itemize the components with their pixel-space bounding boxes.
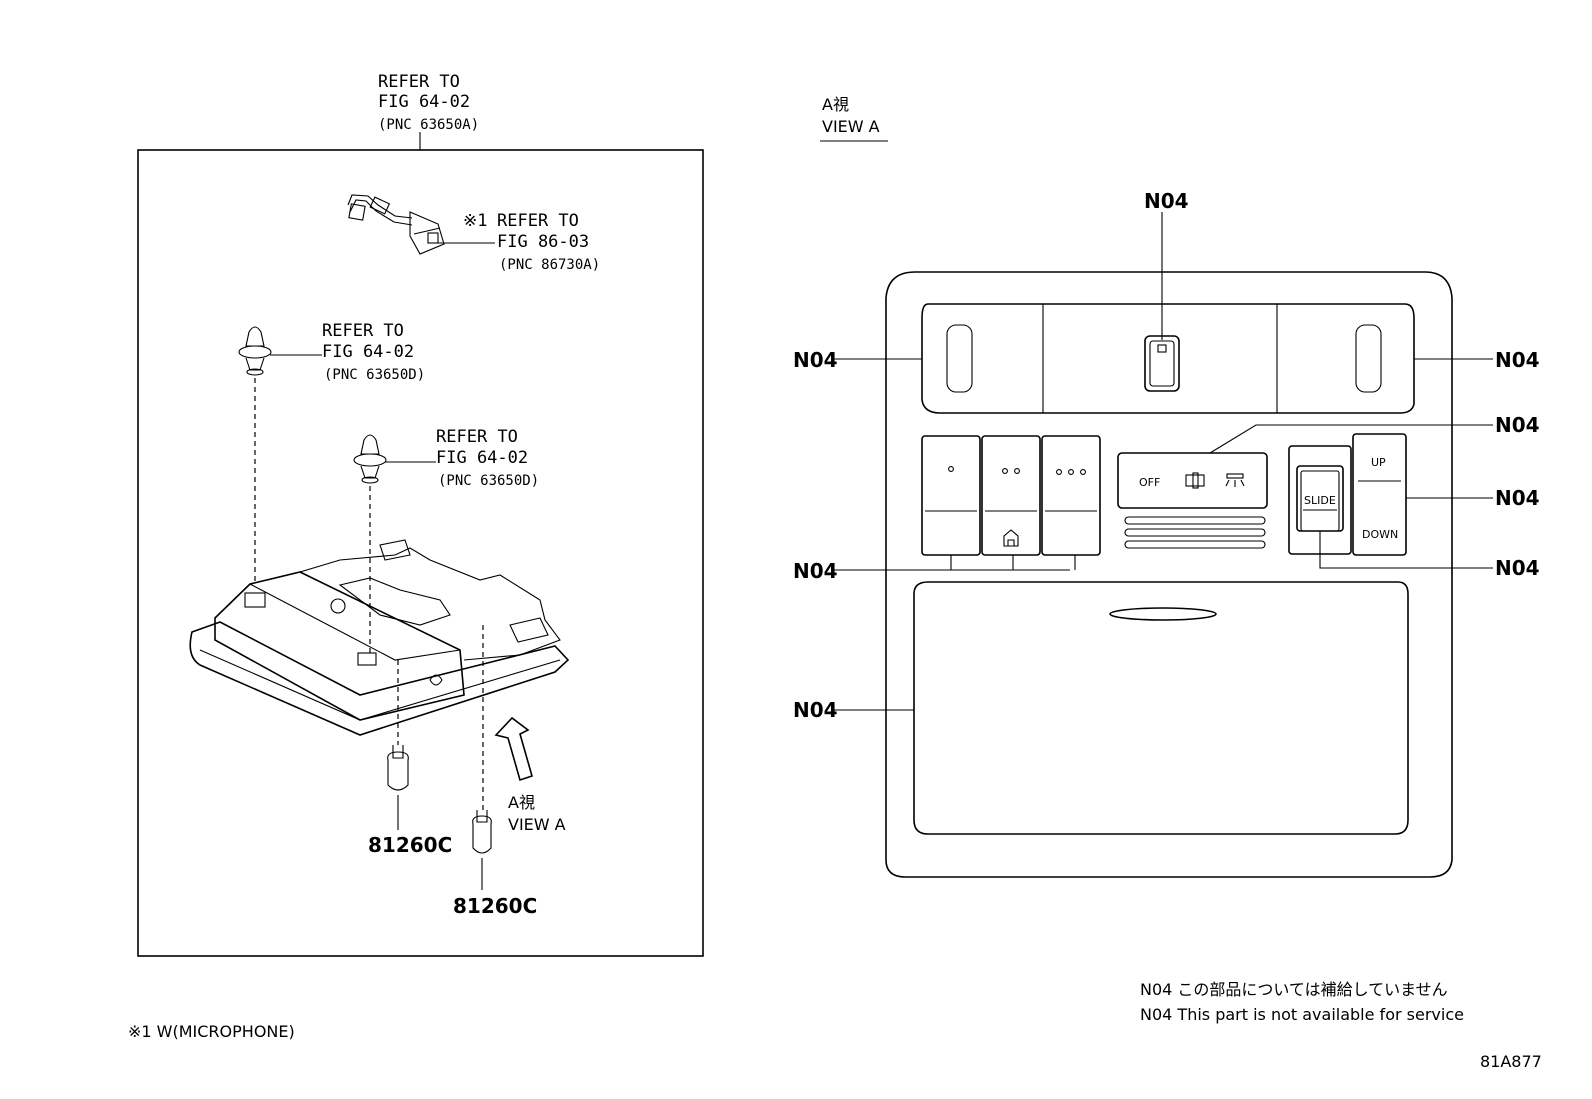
figure-id: 81A877	[1480, 1052, 1542, 1071]
clip-ref-1-line2: FIG 64-02	[322, 342, 414, 362]
map-lamp-panel	[921, 303, 1415, 414]
clip-2-drawing	[353, 434, 436, 655]
homelink-button-3[interactable]	[1041, 435, 1101, 556]
home-icon	[1003, 529, 1019, 547]
dome-light-switch[interactable]	[1117, 452, 1268, 509]
note-jp: N04 この部品については補給していません	[1140, 980, 1448, 999]
callout-n04-homelink: N04	[793, 559, 838, 583]
left-exploded-view: REFER TO FIG 64-02 (PNC 63650A) ※1 REFER…	[137, 72, 704, 957]
footnote: ※1 W(MICROPHONE)	[128, 1022, 295, 1041]
bulb-1-part-number: 81260C	[368, 833, 452, 857]
door-light-icon	[1185, 472, 1205, 489]
up-label: UP	[1371, 456, 1386, 469]
down-label: DOWN	[1362, 528, 1398, 541]
callout-leaders	[834, 212, 1493, 711]
callout-n04-slide-switch: N04	[1495, 556, 1540, 580]
right-map-lamp-lens	[1355, 324, 1382, 393]
harness-ref-line3: (PNC 86730A)	[499, 257, 600, 273]
console-bezel	[885, 271, 1453, 878]
bulb-2-drawing	[472, 810, 492, 890]
clip-ref-2-line1: REFER TO	[436, 427, 518, 447]
right-view-a: A視 VIEW A OF	[793, 95, 1540, 878]
sunglass-holder-door[interactable]	[913, 581, 1409, 835]
clip-ref-2-line3: (PNC 63650D)	[438, 473, 539, 489]
view-title-line2: VIEW A	[822, 117, 880, 136]
sunglass-holder-latch[interactable]	[1109, 607, 1217, 621]
view-title-line1: A視	[822, 95, 849, 114]
callout-n04-dome-switch: N04	[1495, 413, 1540, 437]
top-ref-line3: (PNC 63650A)	[378, 117, 479, 133]
view-arrow-line1: A視	[508, 793, 535, 812]
dome-off-label: OFF	[1139, 476, 1160, 489]
harness-ref-line2: FIG 86-03	[497, 232, 589, 252]
bulb-1-drawing	[387, 745, 409, 830]
clip-ref-1-line3: (PNC 63650D)	[324, 367, 425, 383]
microphone-harness-drawing	[347, 194, 495, 255]
view-arrow-line2: VIEW A	[508, 815, 566, 834]
callout-n04-tilt-switch: N04	[1495, 486, 1540, 510]
left-map-lamp-lens	[946, 324, 973, 393]
slide-label: SLIDE	[1304, 494, 1336, 507]
harness-ref-line1: REFER TO	[497, 211, 579, 231]
note-en: N04 This part is not available for servi…	[1140, 1005, 1464, 1024]
clip-ref-2-line2: FIG 64-02	[436, 448, 528, 468]
harness-ref-mark: ※1	[463, 211, 487, 231]
callout-n04-left-lamp: N04	[793, 348, 838, 372]
callout-n04-mic: N04	[1144, 189, 1189, 213]
clip-1-drawing	[238, 326, 322, 585]
tilt-switch[interactable]	[1352, 433, 1407, 556]
top-ref-line1: REFER TO	[378, 72, 460, 92]
homelink-button-group	[921, 435, 1101, 556]
clip-ref-1-line1: REFER TO	[322, 321, 404, 341]
homelink-button-1[interactable]	[921, 435, 981, 556]
top-ref-line2: FIG 64-02	[378, 92, 470, 112]
view-a-arrow	[494, 716, 533, 782]
console-housing-drawing	[189, 539, 570, 810]
homelink-button-2[interactable]	[981, 435, 1041, 556]
callout-n04-right-lamp: N04	[1495, 348, 1540, 372]
dome-on-icon	[1225, 473, 1245, 487]
callout-n04-sunglass-box: N04	[793, 698, 838, 722]
bulb-2-part-number: 81260C	[453, 894, 537, 918]
speaker-vent	[1124, 516, 1266, 549]
